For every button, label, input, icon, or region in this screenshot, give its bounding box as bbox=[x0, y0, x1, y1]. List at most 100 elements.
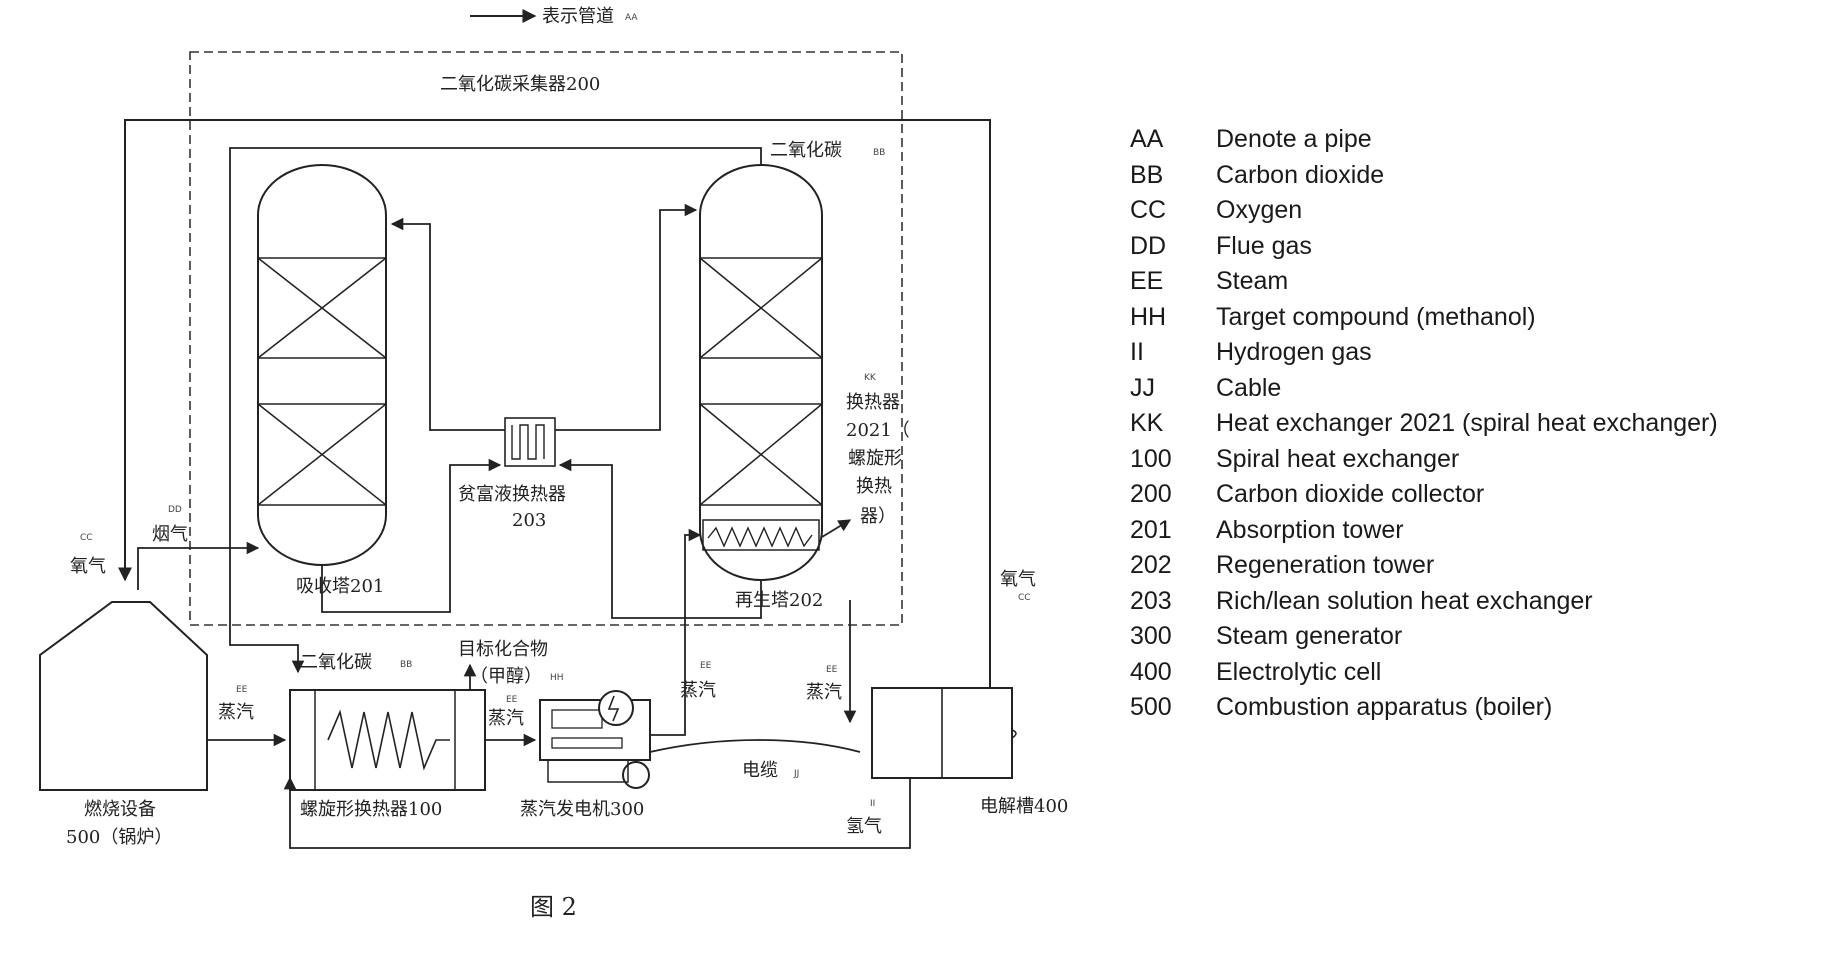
legend-row: BBCarbon dioxide bbox=[1130, 158, 1718, 194]
co2-top-label: 二氧化碳 bbox=[770, 140, 842, 161]
legend-code: EE bbox=[1130, 267, 1216, 296]
spiral-hx-label: 螺旋形换热器100 bbox=[300, 799, 442, 820]
legend-code: JJ bbox=[1130, 374, 1216, 403]
co2-mid-tag: BB bbox=[400, 660, 412, 670]
steam-4-label: 蒸汽 bbox=[806, 682, 842, 703]
pipe-note-text: 表示管道 bbox=[542, 6, 614, 27]
rich-lean-heat-exchanger bbox=[505, 418, 555, 466]
steam-3-label: 蒸汽 bbox=[680, 680, 716, 701]
legend-code: CC bbox=[1130, 196, 1216, 225]
legend-desc: Combustion apparatus (boiler) bbox=[1216, 693, 1552, 722]
legend-desc: Hydrogen gas bbox=[1216, 338, 1372, 367]
steam-2-tag: EE bbox=[506, 695, 518, 705]
legend-row: 202Regeneration tower bbox=[1130, 548, 1718, 584]
legend-desc: Rich/lean solution heat exchanger bbox=[1216, 587, 1593, 616]
electrolytic-cell bbox=[872, 688, 1016, 778]
hydrogen-label: 氢气 bbox=[846, 816, 882, 837]
co2-top-tag: BB bbox=[873, 148, 885, 158]
legend-row: 400Electrolytic cell bbox=[1130, 655, 1718, 691]
legend-code: BB bbox=[1130, 161, 1216, 190]
legend-row: AADenote a pipe bbox=[1130, 122, 1718, 158]
legend-code: AA bbox=[1130, 125, 1216, 154]
oxygen-right-tag: CC bbox=[1018, 593, 1031, 603]
legend-code: 300 bbox=[1130, 622, 1216, 651]
steam-1-tag: EE bbox=[236, 685, 248, 695]
hx2021-line-2: 2021（ bbox=[846, 420, 910, 441]
figure-caption: 图 2 bbox=[530, 893, 577, 921]
legend-row: 200Carbon dioxide collector bbox=[1130, 477, 1718, 513]
legend-code: 400 bbox=[1130, 658, 1216, 687]
legend-code: 203 bbox=[1130, 587, 1216, 616]
legend-row: KKHeat exchanger 2021 (spiral heat excha… bbox=[1130, 406, 1718, 442]
legend-desc: Heat exchanger 2021 (spiral heat exchang… bbox=[1216, 409, 1718, 438]
legend-code: 200 bbox=[1130, 480, 1216, 509]
steam-1-label: 蒸汽 bbox=[218, 702, 254, 723]
boiler-label-2: 500（锅炉） bbox=[66, 827, 172, 848]
hx2021-line-3: 螺旋形 bbox=[848, 448, 902, 469]
legend-code: HH bbox=[1130, 303, 1216, 332]
flue-gas-tag: DD bbox=[168, 505, 182, 515]
legend-row: EESteam bbox=[1130, 264, 1718, 300]
legend-code: 201 bbox=[1130, 516, 1216, 545]
legend-row: DDFlue gas bbox=[1130, 229, 1718, 265]
legend-desc: Steam bbox=[1216, 267, 1288, 296]
legend-row: HHTarget compound (methanol) bbox=[1130, 300, 1718, 336]
boiler-label-1: 燃烧设备 bbox=[84, 799, 156, 820]
oxygen-left-tag: CC bbox=[80, 533, 93, 543]
legend-code: DD bbox=[1130, 232, 1216, 261]
co2-collector-label: 二氧化碳采集器200 bbox=[440, 74, 600, 95]
legend: AADenote a pipe BBCarbon dioxide CCOxyge… bbox=[1130, 122, 1718, 726]
target-tag: HH bbox=[550, 673, 564, 683]
cable-label: 电缆 bbox=[742, 760, 778, 781]
legend-desc: Spiral heat exchanger bbox=[1216, 445, 1459, 474]
steam-generator bbox=[540, 691, 650, 788]
legend-desc: Steam generator bbox=[1216, 622, 1402, 651]
electrolytic-cell-label: 电解槽400 bbox=[980, 796, 1068, 817]
rich-lean-hx-label-2: 203 bbox=[512, 510, 546, 531]
generator-steam-pipe bbox=[650, 715, 685, 735]
target-label-2: （甲醇） bbox=[470, 666, 542, 687]
rich-lean-hx-label-1: 贫富液换热器 bbox=[458, 484, 566, 505]
legend-code: 100 bbox=[1130, 445, 1216, 474]
legend-code: 202 bbox=[1130, 551, 1216, 580]
legend-desc: Cable bbox=[1216, 374, 1281, 403]
legend-row: 201Absorption tower bbox=[1130, 513, 1718, 549]
legend-code: 500 bbox=[1130, 693, 1216, 722]
oxygen-left-label: 氧气 bbox=[70, 556, 106, 577]
legend-row: 203Rich/lean solution heat exchanger bbox=[1130, 584, 1718, 620]
cable-tag: JJ bbox=[793, 769, 799, 779]
absorption-tower-label: 吸收塔201 bbox=[296, 576, 384, 597]
hx2021-tag: KK bbox=[864, 373, 877, 383]
legend-row: 300Steam generator bbox=[1130, 619, 1718, 655]
boiler bbox=[40, 602, 207, 790]
hydrogen-tag: II bbox=[870, 799, 875, 809]
legend-desc: Absorption tower bbox=[1216, 516, 1404, 545]
legend-row: CCOxygen bbox=[1130, 193, 1718, 229]
legend-desc: Oxygen bbox=[1216, 196, 1302, 225]
regeneration-tower bbox=[700, 165, 822, 580]
steam-generator-label: 蒸汽发电机300 bbox=[520, 799, 644, 820]
steam-2-label: 蒸汽 bbox=[488, 708, 524, 729]
legend-row: IIHydrogen gas bbox=[1130, 335, 1718, 371]
target-label-1: 目标化合物 bbox=[458, 639, 548, 660]
cable bbox=[650, 740, 860, 752]
hx2021-line-4: 换热 bbox=[856, 476, 892, 497]
legend-row: 500Combustion apparatus (boiler) bbox=[1130, 690, 1718, 726]
spiral-heat-exchanger bbox=[290, 690, 485, 790]
legend-code: KK bbox=[1130, 409, 1216, 438]
legend-desc: Target compound (methanol) bbox=[1216, 303, 1536, 332]
steam-4-tag: EE bbox=[826, 665, 838, 675]
legend-desc: Carbon dioxide bbox=[1216, 161, 1384, 190]
legend-desc: Regeneration tower bbox=[1216, 551, 1434, 580]
legend-desc: Flue gas bbox=[1216, 232, 1312, 261]
hx2021-line-1: 换热器 bbox=[846, 392, 900, 413]
absorption-tower bbox=[258, 165, 386, 565]
legend-desc: Denote a pipe bbox=[1216, 125, 1372, 154]
co2-mid-label: 二氧化碳 bbox=[300, 652, 372, 673]
legend-desc: Electrolytic cell bbox=[1216, 658, 1381, 687]
flue-gas-label: 烟气 bbox=[152, 524, 188, 545]
steam-3-tag: EE bbox=[700, 661, 712, 671]
hx2021-line-5: 器） bbox=[860, 506, 896, 527]
legend-row: 100Spiral heat exchanger bbox=[1130, 442, 1718, 478]
oxygen-right-label: 氧气 bbox=[1000, 569, 1036, 590]
